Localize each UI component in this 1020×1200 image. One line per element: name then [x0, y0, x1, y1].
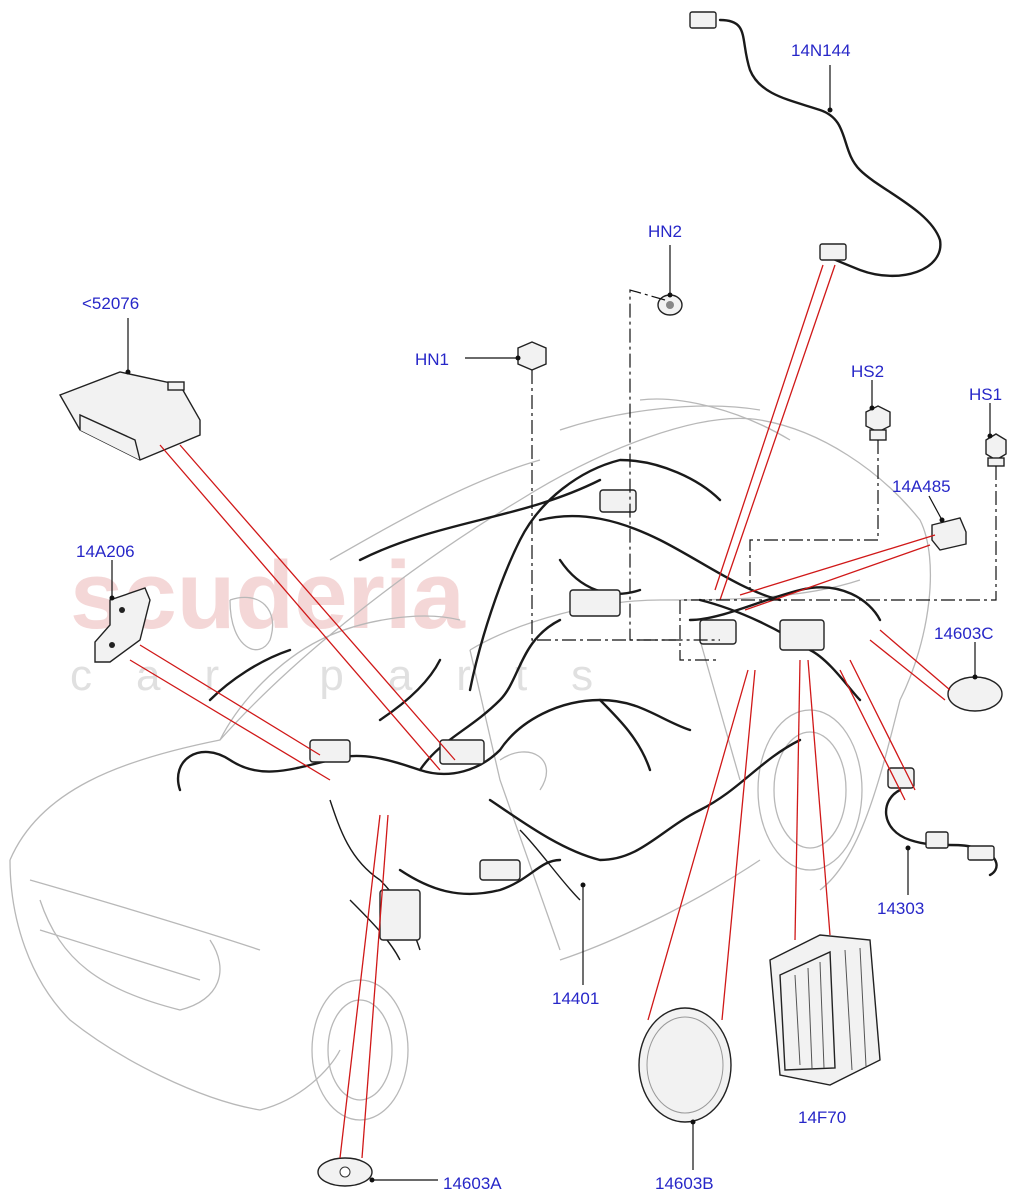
dashed-locator-lines	[531, 289, 997, 661]
connector-block	[379, 889, 421, 941]
bracket-14A485	[931, 517, 967, 551]
label-52076: <52076	[82, 294, 139, 313]
grommet-14603B	[638, 1007, 732, 1123]
connector-plug	[819, 243, 847, 261]
nut-HN1	[517, 341, 547, 371]
cable-14N144	[689, 11, 942, 278]
connector-block	[599, 489, 637, 513]
module-14F70	[769, 934, 881, 1086]
label-HS2: HS2	[851, 362, 884, 381]
label-14401: 14401	[552, 989, 599, 1008]
label-14303: 14303	[877, 899, 924, 918]
connector-block	[699, 619, 737, 645]
bolt-HS2	[865, 405, 891, 441]
label-14F70: 14F70	[798, 1108, 846, 1127]
label-HS1: HS1	[969, 385, 1002, 404]
watermark: scuderia car parts	[70, 542, 593, 700]
connector-plug	[887, 767, 915, 789]
harness-14303	[885, 767, 998, 877]
connector-plug	[967, 845, 995, 861]
label-14603C: 14603C	[934, 624, 994, 643]
label-leaders	[109, 65, 993, 1183]
clip-HN2	[657, 294, 683, 316]
bracket-14A206	[94, 587, 151, 663]
part-labels: 14N144 HN2 <52076 HN1 HS2 HS1 14A485 14A…	[76, 41, 1002, 1193]
connector-block	[569, 589, 621, 617]
grommet-14603A	[317, 1157, 373, 1187]
red-leader-lines	[129, 264, 951, 1159]
module-52076	[58, 371, 201, 461]
connector-block	[779, 619, 825, 651]
label-HN1: HN1	[415, 350, 449, 369]
label-14A206: 14A206	[76, 542, 135, 561]
label-HN2: HN2	[648, 222, 682, 241]
connector-plug	[925, 831, 949, 849]
connector-plug	[689, 11, 717, 29]
main-harness-14401	[177, 458, 882, 961]
connector-block	[479, 859, 521, 881]
label-14603A: 14603A	[443, 1174, 502, 1193]
connector-block	[309, 739, 351, 763]
bolt-HS1	[985, 433, 1007, 467]
label-14N144: 14N144	[791, 41, 851, 60]
vehicle-outline	[9, 398, 932, 1121]
label-14603B: 14603B	[655, 1174, 714, 1193]
connector-block	[439, 739, 485, 765]
grommet-14603C	[947, 676, 1003, 712]
label-14A485: 14A485	[892, 477, 951, 496]
